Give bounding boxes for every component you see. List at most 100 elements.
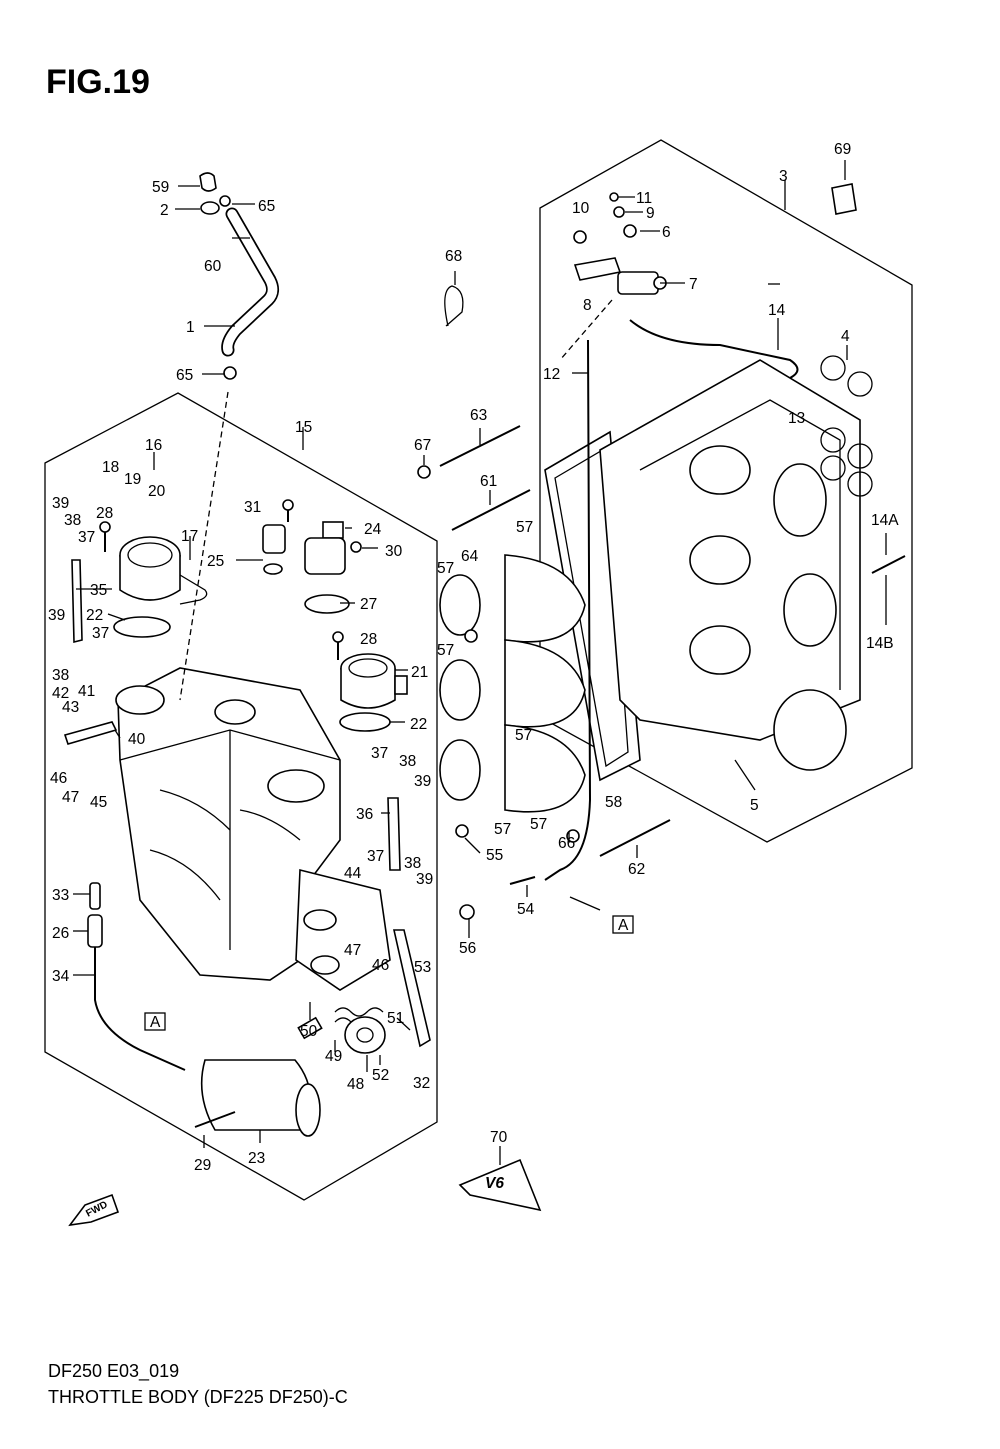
lever-41 (63, 721, 118, 745)
callout-52: 52 (372, 1067, 389, 1084)
throttle-body-16 (119, 536, 208, 605)
callout-34: 34 (52, 968, 70, 985)
callout-28a: 28 (96, 505, 113, 522)
callout-2: 2 (160, 202, 169, 219)
hose-12 (544, 339, 592, 881)
callout-56: 56 (459, 940, 476, 957)
bolt-63 (439, 425, 521, 467)
callout-11: 11 (636, 190, 652, 207)
callout-53: 53 (414, 959, 431, 976)
hose-fitting-59 (199, 172, 217, 192)
cap-33 (89, 882, 101, 910)
callout-69: 69 (834, 141, 851, 158)
callout-62: 62 (628, 861, 645, 878)
sensor-25 (262, 524, 286, 575)
callout-55: 55 (486, 847, 503, 864)
throttle-body-21 (340, 653, 408, 709)
nut-56 (459, 904, 475, 920)
callout-37c: 37 (371, 745, 388, 762)
pulley-48 (344, 1016, 386, 1054)
figure-title: FIG.19 (46, 63, 150, 101)
callout-30: 30 (385, 543, 403, 560)
ref-arrow-right (569, 896, 601, 911)
callout-4: 4 (841, 328, 850, 345)
callout-66: 66 (558, 835, 575, 852)
callout-40: 40 (128, 731, 146, 748)
callout-13: 13 (788, 410, 805, 427)
callout-10: 10 (572, 200, 590, 217)
callout-48: 48 (347, 1076, 364, 1093)
grommet-2 (200, 201, 220, 215)
clip-68 (444, 285, 464, 327)
callout-8: 8 (583, 297, 592, 314)
bolt-31 (282, 499, 294, 522)
bolt-28-left (99, 521, 111, 552)
callout-23: 23 (248, 1150, 265, 1167)
callout-16: 16 (145, 437, 162, 454)
idle-air-valve-24 (304, 521, 362, 575)
callout-57a: 57 (516, 519, 533, 536)
throttle-link-35 (71, 559, 83, 644)
velocity-stacks-57 (439, 554, 586, 813)
grommet-6 (623, 224, 637, 238)
callout-6: 6 (662, 224, 671, 241)
callout-39c: 39 (414, 773, 431, 790)
hose-14 (629, 319, 799, 379)
ref-marker-left-box (144, 1012, 166, 1031)
callout-57f: 57 (530, 816, 547, 833)
leader-dash-1 (179, 391, 229, 701)
callout-37b: 37 (92, 625, 109, 642)
screw-11 (609, 192, 619, 202)
callout-46b: 46 (372, 957, 389, 974)
ref-marker-right: A (618, 917, 629, 934)
callout-57e: 57 (494, 821, 511, 838)
callout-27: 27 (360, 596, 377, 613)
callout-43: 43 (62, 699, 79, 716)
vacuum-hose-34 (94, 945, 186, 1071)
callout-44: 44 (344, 865, 362, 882)
callout-65b: 65 (176, 367, 193, 384)
callout-60: 60 (204, 258, 222, 275)
callout-49: 49 (325, 1048, 342, 1065)
callout-17: 17 (181, 528, 198, 545)
callout-24: 24 (364, 521, 382, 538)
left-assembly-frame (44, 392, 438, 1201)
callout-63: 63 (470, 407, 487, 424)
callout-46a: 46 (50, 770, 67, 787)
callout-32: 32 (413, 1075, 430, 1092)
filter-26 (87, 914, 103, 948)
linkage-bracket-44 (295, 868, 391, 991)
surge-tank-5 (599, 359, 861, 771)
callout-28b: 28 (360, 631, 377, 648)
callout-54: 54 (517, 901, 535, 918)
callout-14: 14 (768, 302, 786, 319)
sensor-7 (617, 271, 667, 295)
figure-caption: THROTTLE BODY (DF225 DF250)-C (48, 1387, 348, 1407)
callout-59: 59 (152, 179, 169, 196)
callout-31: 31 (244, 499, 261, 516)
callout-3: 3 (779, 168, 788, 185)
callout-70: 70 (490, 1129, 508, 1146)
breather-hose (221, 207, 280, 357)
callout-36: 36 (356, 806, 373, 823)
o-ring-27 (304, 594, 350, 614)
callout-41: 41 (78, 683, 95, 700)
callout-57b: 57 (437, 560, 454, 577)
gasket-22-right (339, 712, 391, 732)
link-36 (387, 797, 401, 871)
callout-15: 15 (295, 419, 312, 436)
callout-50: 50 (300, 1023, 318, 1040)
callout-38b: 38 (52, 667, 69, 684)
callout-1: 1 (186, 319, 195, 336)
ref-marker-left: A (150, 1014, 161, 1031)
callout-67: 67 (414, 437, 431, 454)
bolt-61 (451, 489, 531, 531)
callout-38d: 38 (404, 855, 421, 872)
callout-47b: 47 (344, 942, 361, 959)
callout-39a: 39 (52, 495, 69, 512)
callout-22a: 22 (86, 607, 103, 624)
callout-14B: 14B (866, 635, 894, 652)
callout-37a: 37 (78, 529, 95, 546)
bolt-14A (871, 555, 906, 574)
